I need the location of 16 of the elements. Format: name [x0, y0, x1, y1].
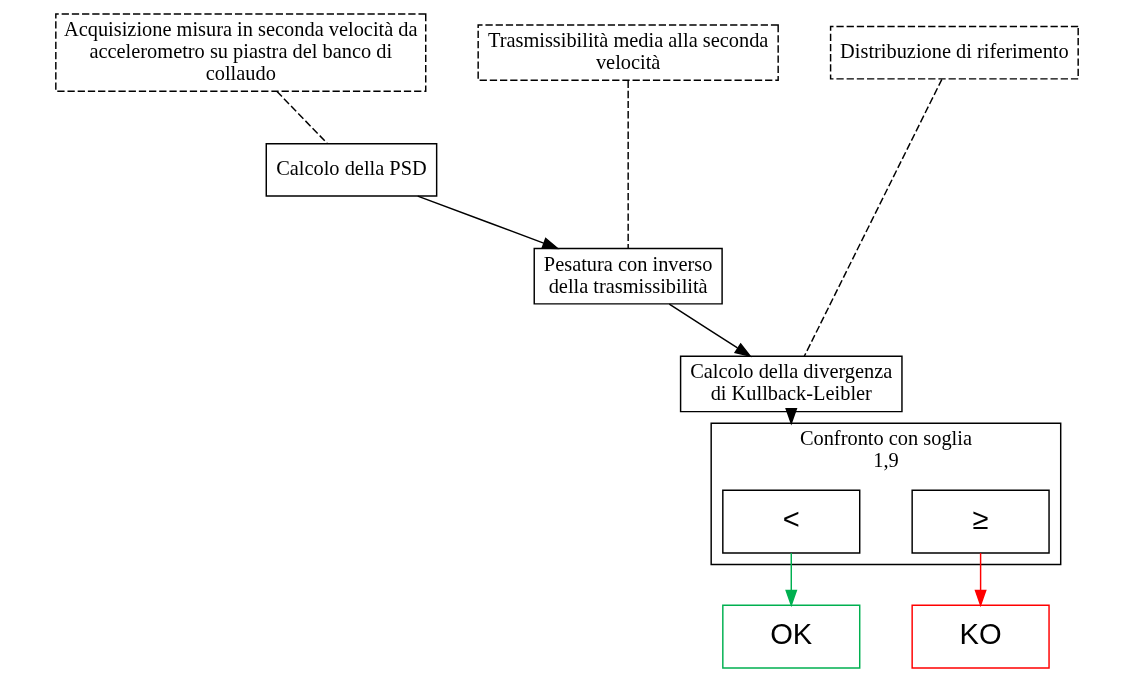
arrow: [785, 552, 798, 608]
arrow: [668, 303, 752, 358]
node-box: Pesatura con inverso della trasmissibilità: [533, 247, 723, 305]
arrow: [417, 195, 560, 250]
connector: [803, 78, 943, 358]
node-box: Calcolo della PSD: [265, 142, 438, 197]
node-box: ≥: [911, 489, 1050, 554]
node-box: OK: [722, 604, 861, 669]
connector: [627, 79, 629, 249]
node-box: Acquisizione misura in seconda velocità da accelerometro su piastra del banco di collaudo: [55, 13, 427, 92]
node-box: KO: [911, 604, 1050, 669]
node-box: Trasmissibilità media alla seconda velocità: [477, 24, 779, 82]
node-box: <: [722, 489, 861, 554]
arrow: [974, 552, 987, 608]
connector: [276, 90, 328, 144]
node-box: Distribuzione di riferimento: [829, 25, 1079, 80]
